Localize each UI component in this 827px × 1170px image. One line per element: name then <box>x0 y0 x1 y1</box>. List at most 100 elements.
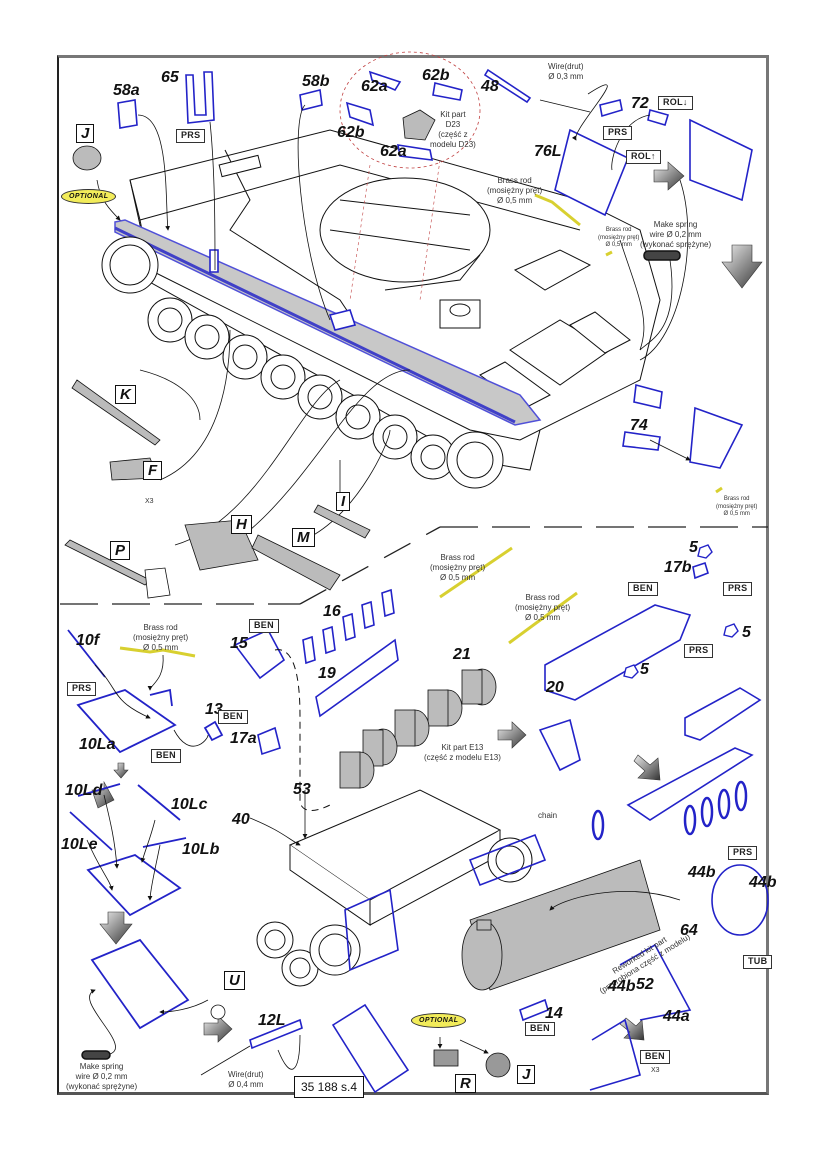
part-label-10Lb: 10Lb <box>182 841 220 858</box>
part-label-74: 74 <box>630 417 648 434</box>
tag-rol-down: ROL↓ <box>658 96 693 110</box>
part-label-65: 65 <box>161 69 179 86</box>
part-label-10La: 10La <box>79 736 116 753</box>
part-label-44a: 44a <box>663 1008 690 1025</box>
tag-prs-65: PRS <box>176 129 206 143</box>
note-kit-d23: Kit part D23 (część z modelu D23) <box>430 110 476 149</box>
part-label-48: 48 <box>481 78 499 95</box>
direction-arrows <box>91 161 763 1043</box>
part-label-64: 64 <box>680 922 698 939</box>
part-label-62a-bottom: 62a <box>380 143 407 160</box>
fender-part <box>114 219 542 426</box>
nuts-5 <box>623 544 739 679</box>
part-label-21: 21 <box>453 646 471 663</box>
note-wire-0-3: Wire(drut) Ø 0,3 mm <box>548 62 584 81</box>
tag-ben-17b: BEN <box>628 582 658 596</box>
note-brass-16: Brass rod (mosiężny pręt) Ø 0,5 mm <box>430 553 486 582</box>
note-spring-top: Make spring wire Ø 0,2 mm (wykonać spręż… <box>640 220 712 249</box>
leader-lines-left <box>86 654 209 1056</box>
chains <box>591 780 748 841</box>
detail-callout-62 <box>339 51 481 169</box>
etch-parts-10L <box>67 629 224 1030</box>
part-label-17a: 17a <box>230 730 257 747</box>
optional-badge-top: OPTIONAL <box>61 189 117 204</box>
optional-badge-bottom: OPTIONAL <box>411 1013 467 1028</box>
note-spring-bottom: Make spring wire Ø 0,2 mm (wykonać spręż… <box>66 1062 138 1091</box>
kit-label-K: K <box>115 385 136 404</box>
kit-label-I: I <box>336 492 351 511</box>
tag-prs-17b: PRS <box>723 582 753 596</box>
spring-top <box>643 250 681 261</box>
part-label-62b-left: 62b <box>337 124 365 141</box>
note-wire-0-4: Wire(drut) Ø 0,4 mm <box>228 1070 264 1089</box>
tag-ben-10La: BEN <box>151 749 181 763</box>
kit-label-P: P <box>110 541 131 560</box>
tag-prs-76L: PRS <box>603 126 633 140</box>
running-gear <box>101 236 541 489</box>
dashed-group-outline <box>274 649 331 811</box>
tag-prs-20: PRS <box>684 644 714 658</box>
part-label-20: 20 <box>546 679 564 696</box>
part-label-62a-top: 62a <box>361 78 388 95</box>
tag-ben-14: BEN <box>525 1022 555 1036</box>
part-label-10Le: 10Le <box>61 836 98 853</box>
kit-label-J-bottom: J <box>517 1065 536 1084</box>
etch-parts-right <box>519 561 769 1091</box>
part-label-72: 72 <box>631 95 649 112</box>
kit-label-M: M <box>292 528 315 547</box>
part-label-62b-top: 62b <box>422 67 450 84</box>
spring-bottom <box>81 1050 111 1060</box>
part-label-58a: 58a <box>113 82 140 99</box>
note-kit-e13: Kit part E13 (część z modelu E13) <box>424 743 501 762</box>
part-label-44b-b: 44b <box>749 874 777 891</box>
tag-prs-44b: PRS <box>728 846 758 860</box>
tag-ben-13: BEN <box>218 710 248 724</box>
note-brass-small-top: Brass rod (mosiężny pręt) Ø 0,5 mm <box>598 227 640 248</box>
part-label-15: 15 <box>230 635 248 652</box>
tag-ben-15: BEN <box>249 619 279 633</box>
note-brass-10f: Brass rod (mosiężny pręt) Ø 0,5 mm <box>133 623 189 652</box>
etch-parts-center <box>233 588 399 756</box>
tag-ben-44a: BEN <box>640 1050 670 1064</box>
part-label-5-mid: 5 <box>640 661 649 678</box>
tag-tub-64: TUB <box>743 955 773 969</box>
tank-hull <box>129 129 661 441</box>
page-frame <box>57 55 769 1095</box>
note-chain: chain <box>538 811 558 820</box>
part-label-19: 19 <box>318 665 336 682</box>
part-label-12L: 12L <box>258 1012 286 1029</box>
part-label-40: 40 <box>232 811 250 828</box>
leader-lines-top <box>96 84 691 546</box>
etch-parts-top <box>117 68 753 469</box>
page-identifier: 35 188 s.4 <box>294 1076 365 1098</box>
part-label-16: 16 <box>323 603 341 620</box>
part-label-76L: 76L <box>534 143 562 160</box>
section-divider-diagonal <box>299 526 441 605</box>
part-label-10Lc: 10Lc <box>171 796 208 813</box>
note-brass-74: Brass rod (mosiężny pręt) Ø 0,5 mm <box>716 496 758 517</box>
part-label-52: 52 <box>636 976 654 993</box>
part-label-14: 14 <box>545 1005 563 1022</box>
part-label-10Ld: 10Ld <box>65 782 103 799</box>
note-brass-76L: Brass rod (mosiężny pręt) Ø 0,5 mm <box>487 176 543 205</box>
part-label-44b-a: 44b <box>688 864 716 881</box>
kit-label-H: H <box>231 515 252 534</box>
part-label-5-right: 5 <box>742 624 751 641</box>
kit-label-R: R <box>455 1074 476 1093</box>
tag-prs-10La: PRS <box>67 682 97 696</box>
bottom-etch <box>249 833 547 1094</box>
tag-rol-up: ROL↑ <box>626 150 661 164</box>
multiplier-ben-44a: X3 <box>651 1067 660 1074</box>
part-label-58b: 58b <box>302 73 330 90</box>
kit-label-U: U <box>224 971 245 990</box>
kit-parts-bottom <box>210 1004 511 1078</box>
part-label-53: 53 <box>293 781 311 798</box>
brass-rods <box>119 193 723 658</box>
part-label-17b: 17b <box>664 559 692 576</box>
kit-e13-cylinders <box>339 668 497 789</box>
multiplier-F: X3 <box>145 498 154 505</box>
note-brass-21: Brass rod (mosiężny pręt) Ø 0,5 mm <box>515 593 571 622</box>
leader-lines-bottom <box>200 790 681 1076</box>
part-label-5-top: 5 <box>689 539 698 556</box>
